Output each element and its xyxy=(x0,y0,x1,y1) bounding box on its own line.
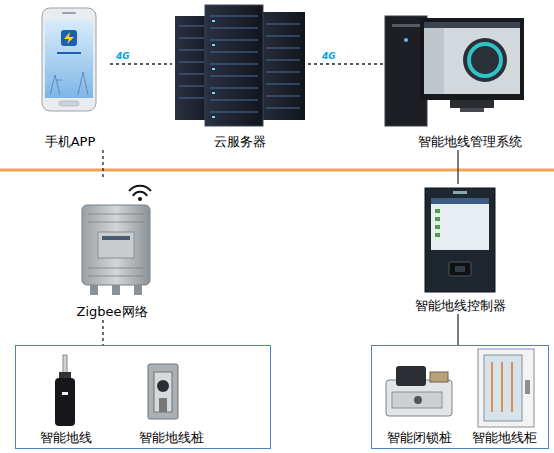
device-label: 智能地线控制器 xyxy=(415,298,506,314)
ground-wire-illustration xyxy=(55,355,75,426)
connector-line xyxy=(102,150,103,180)
device-node: 智能地线控制器 xyxy=(405,184,515,314)
device-node: 智能地线管理系统 xyxy=(386,8,554,150)
connector-line xyxy=(457,150,458,184)
edge-label: 4G xyxy=(116,51,130,61)
device-node: 智能闭锁桩 xyxy=(377,350,462,446)
device-node: 智能地线桩 xyxy=(111,350,231,446)
device-label: 智能地线管理系统 xyxy=(418,134,522,150)
connector-line xyxy=(457,314,458,345)
device-label: 云服务器 xyxy=(214,134,266,150)
connector-line xyxy=(110,63,172,64)
server-illustration xyxy=(175,5,305,126)
ground-post-illustration xyxy=(148,364,178,419)
device-node: Zigbee网络 xyxy=(57,180,167,320)
device-label: 智能地线柜 xyxy=(472,430,537,446)
device-node: 手机APP xyxy=(30,5,110,150)
device-group: 智能闭锁桩 智能地线柜 xyxy=(371,345,549,449)
device-node: 智能地线 xyxy=(21,350,111,446)
phone-illustration xyxy=(42,8,96,111)
divider-line xyxy=(0,169,554,172)
device-node: 智能地线柜 xyxy=(464,350,544,446)
device-label: 智能地线桩 xyxy=(139,430,204,446)
device-node: 云服务器 xyxy=(172,4,308,150)
computer-illustration xyxy=(385,16,524,126)
lock-post-illustration xyxy=(386,366,452,416)
device-group: 智能地线 智能地线桩 xyxy=(15,345,271,449)
gateway-illustration xyxy=(82,186,151,295)
connector-line xyxy=(308,63,386,64)
connector-line xyxy=(102,320,103,345)
controller-illustration xyxy=(425,188,495,292)
cabinet-illustration xyxy=(478,349,534,427)
device-label: 智能闭锁桩 xyxy=(387,430,452,446)
device-label: Zigbee网络 xyxy=(76,304,147,320)
edge-label: 4G xyxy=(322,51,336,61)
device-label: 智能地线 xyxy=(40,430,92,446)
device-label: 手机APP xyxy=(45,134,96,150)
